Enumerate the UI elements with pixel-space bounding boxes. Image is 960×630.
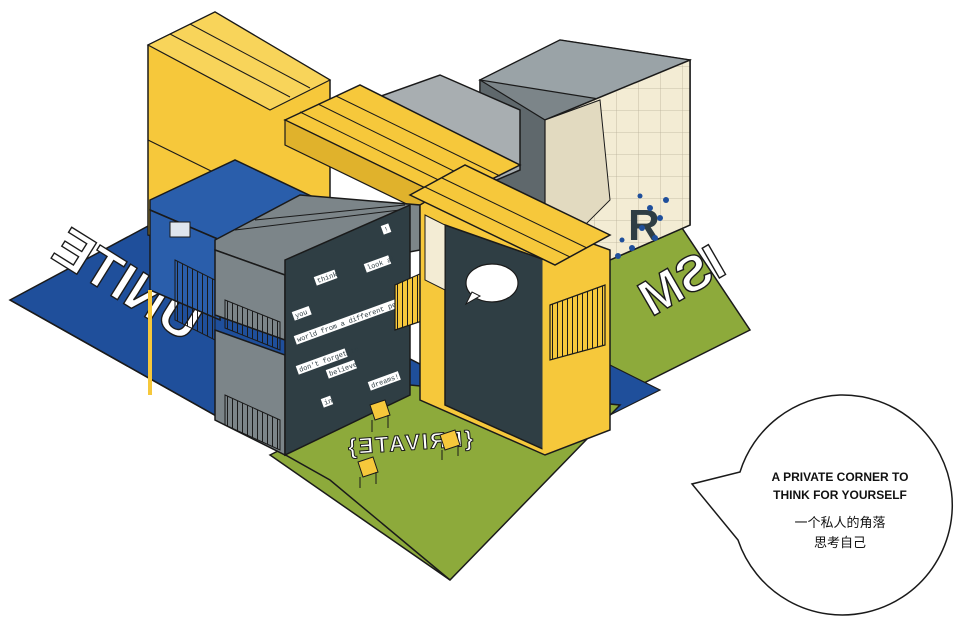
callout-line-4: 思考自己 [814, 536, 866, 551]
wall-phrase-3: you [294, 309, 309, 321]
callout-bubble: A PRIVATE CORNER TO THINK FOR YOURSELF 一… [690, 394, 954, 616]
callout-line-2: THINK FOR YOURSELF [773, 488, 907, 502]
chair-icon [357, 456, 379, 488]
chair-icon [439, 429, 461, 460]
callout-line-1: A PRIVATE CORNER TO [772, 470, 909, 484]
tile-wall-dots [615, 193, 669, 259]
wall-phrase-9: ! [383, 226, 390, 235]
tile-wall-letter: R [628, 201, 660, 250]
front-yellow-beam [408, 164, 612, 266]
speech-bubble-icon [464, 263, 519, 306]
callout-line-3: 一个私人的角落 [794, 515, 885, 531]
chair-icon [369, 399, 391, 432]
wall-phrase-7: in [323, 397, 334, 407]
right-dark-container [419, 189, 611, 456]
